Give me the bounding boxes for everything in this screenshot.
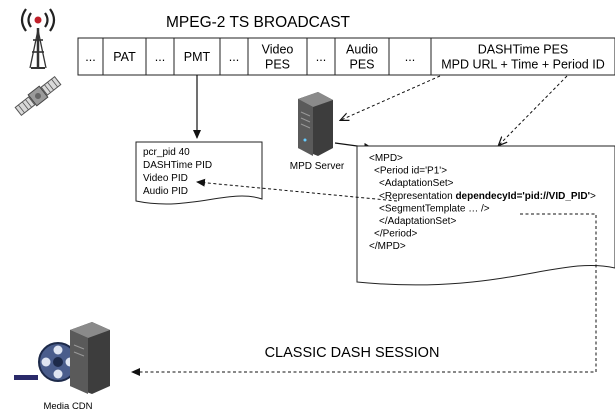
cdn-server-icon (70, 322, 110, 394)
mpd-line: <AdaptationSet> (379, 178, 454, 189)
mpd-line: <Period id='P1'> (374, 166, 447, 177)
pmt-line-pcr-pid: pcr_pid 40 (143, 147, 190, 158)
dashtime-to-server-arrow (341, 75, 441, 120)
mpd-line: <SegmentTemplate … /> (379, 203, 490, 214)
ts-packet-label: MPD URL + Time + Period ID (441, 58, 604, 72)
representation-to-video-pid-arrow (196, 178, 398, 202)
broadcast-antenna-icon (20, 8, 56, 69)
server-icon (298, 92, 333, 156)
ts-packet-label: PMT (184, 50, 211, 64)
ts-packet-label: PES (265, 58, 290, 72)
session-label: CLASSIC DASH SESSION (265, 345, 440, 361)
transport-stream-bar: ...PAT...PMT...VideoPES...AudioPES...DAS… (77, 37, 615, 76)
mpd-line: <MPD> (369, 153, 403, 164)
ts-ellipsis-label: ... (405, 50, 415, 64)
pmt-line-dashtime-pid: DASHTime PID (143, 160, 212, 171)
ts-ellipsis-label: ... (316, 50, 326, 64)
segment-template-to-cdn-arrow (131, 213, 597, 376)
pmt-line-audio-pid: Audio PID (143, 186, 188, 197)
mpd-line: </Period> (374, 229, 418, 240)
ts-ellipsis-label: ... (85, 50, 95, 64)
mpd-line: <Representation dependecyId='pid://VID_P… (379, 191, 596, 202)
ts-ellipsis: ... (219, 37, 249, 76)
ts-packet-label: PES (349, 58, 374, 72)
pmt-line-video-pid: Video PID (143, 173, 188, 184)
film-reel-icon (14, 342, 78, 382)
ts-packet-box: PAT (102, 37, 147, 76)
mpd-server-label: MPD Server (290, 161, 345, 172)
ts-ellipsis: ... (77, 37, 104, 76)
dashtime-to-mpd-arrow (499, 75, 568, 145)
ts-packet-label: PAT (113, 50, 136, 64)
ts-ellipsis-label: ... (155, 50, 165, 64)
satellite-icon (14, 75, 62, 117)
ts-packet-label: Video (262, 43, 294, 57)
ts-packet-label: DASHTime PES (478, 43, 569, 57)
mpd-content: <MPD> <Period id='P1'><AdaptationSet> <Rep… (369, 153, 596, 252)
mpd-line: </AdaptationSet> (379, 216, 456, 227)
ts-ellipsis: ... (306, 37, 336, 76)
ts-packet-box: PMT (173, 37, 221, 76)
mpd-line: </MPD> (369, 241, 406, 252)
ts-ellipsis: ... (145, 37, 175, 76)
ts-ellipsis-label: ... (229, 50, 239, 64)
ts-ellipsis: ... (388, 37, 432, 76)
mpd-document (356, 145, 615, 286)
cdn-label: Media CDN (43, 401, 92, 412)
pmt-table-document (135, 141, 263, 205)
ts-packet-label: Audio (346, 43, 378, 57)
broadcast-title: MPEG-2 TS BROADCAST (166, 14, 351, 31)
